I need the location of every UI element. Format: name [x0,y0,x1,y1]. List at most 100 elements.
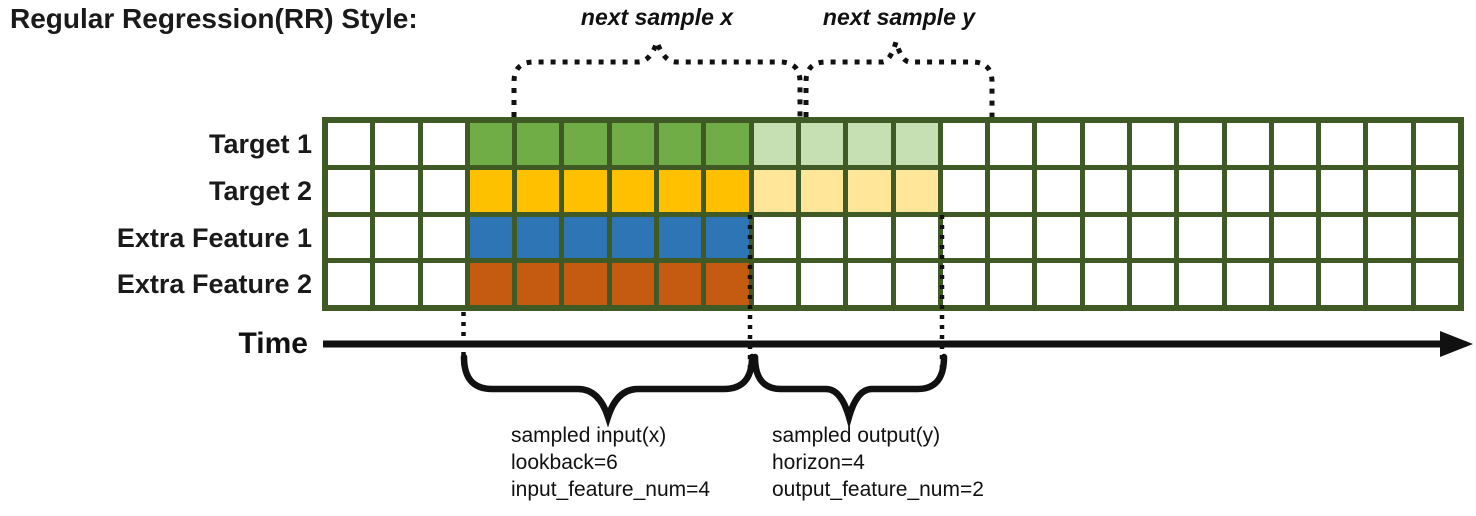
grid-cell [895,216,938,259]
grid-cell [1273,216,1317,259]
grid-cell [375,169,418,212]
time-series-grid [322,117,1464,311]
row-label-extra-feature-1: Extra Feature 1 [116,223,312,253]
grid-cell [1226,216,1269,259]
sampled-output-annotation: sampled output(y) horizon=4 output_featu… [772,422,984,503]
grid-cell [1321,169,1364,212]
grid-cell [706,216,749,259]
grid-cell [1131,216,1175,259]
grid-cell [800,169,844,212]
grid-cell [1368,216,1411,259]
next-sample-y-brace [803,33,995,117]
grid-cell [800,123,844,165]
grid-cell [990,216,1033,259]
time-arrow-head [1440,331,1473,357]
grid-cell [611,169,655,212]
grid-cell [328,169,371,212]
grid-cell [1226,169,1269,212]
grid-cell [1226,263,1269,305]
grid-cell [422,123,465,165]
grid-cell [848,216,891,259]
grid-cell [895,263,938,305]
sampled-input-annotation: sampled input(x) lookback=6 input_featur… [511,422,710,503]
sampled-input-brace [460,353,756,428]
grid-cell [611,263,655,305]
grid-cell [895,169,938,212]
grid-cell [1179,263,1222,305]
grid-cell [564,263,607,305]
grid-cell [517,263,560,305]
grid-cell [375,263,418,305]
grid-cell [1084,263,1127,305]
grid-cell [328,263,371,305]
grid-cell [469,123,513,165]
next-sample-y-label: next sample y [822,4,976,30]
grid-cell [1321,216,1364,259]
grid-cell [1037,169,1080,212]
grid-cell [1273,263,1317,305]
grid-cell [469,263,513,305]
next-sample-x-brace [511,34,803,117]
grid-cell [800,216,844,259]
grid-cell [611,216,655,259]
output-feature-num-value: output_feature_num=2 [772,478,984,501]
sampled-output-brace [751,353,948,429]
grid-cell [706,169,749,212]
sampled-output-title: sampled output(y) [772,424,941,447]
grid-cell [375,123,418,165]
grid-cell [422,263,465,305]
grid-cell [517,123,560,165]
grid-cell [1179,123,1222,165]
grid-cell [990,263,1033,305]
grid-cell [753,263,796,305]
grid-cell [942,216,986,259]
grid-cell [611,123,655,165]
grid-cell [469,169,513,212]
grid-cell [422,216,465,259]
row-label-target-2: Target 2 [208,176,312,206]
row-label-target-1: Target 1 [208,129,312,159]
grid-cell [706,123,749,165]
grid-cell [1415,263,1458,305]
grid-cell [659,169,702,212]
grid-cell [1084,216,1127,259]
grid-cell [659,216,702,259]
grid-cell [706,263,749,305]
grid-cell [800,263,844,305]
grid-cell [848,123,891,165]
diagram-title: Regular Regression(RR) Style: [10,3,418,34]
grid-cell [564,216,607,259]
grid-cell [942,123,986,165]
grid-cell [1084,123,1127,165]
grid-cell [422,169,465,212]
grid-cell [1368,263,1411,305]
grid-cell [895,123,938,165]
grid-cell [848,169,891,212]
grid-cell [848,263,891,305]
grid-cell [1226,123,1269,165]
grid-cell [328,123,371,165]
grid-cell [564,123,607,165]
grid-cell [1321,263,1364,305]
input-feature-num-value: input_feature_num=4 [511,478,711,501]
grid-cell [990,169,1033,212]
grid-cell [1415,216,1458,259]
grid-cell [1037,123,1080,165]
grid-cell [1131,263,1175,305]
grid-cell [753,216,796,259]
grid-cell [1037,263,1080,305]
grid-cell [1415,169,1458,212]
sampled-input-title: sampled input(x) [511,424,667,447]
grid-cell [1037,216,1080,259]
grid-cell [659,123,702,165]
grid-cell [942,169,986,212]
next-sample-x-label: next sample x [580,4,734,30]
lookback-value: lookback=6 [511,451,618,474]
grid-cell [1321,123,1364,165]
grid-cell [1084,169,1127,212]
grid-cell [517,169,560,212]
grid-cell [1415,123,1458,165]
grid-cell [1131,123,1175,165]
grid-cell [1179,169,1222,212]
